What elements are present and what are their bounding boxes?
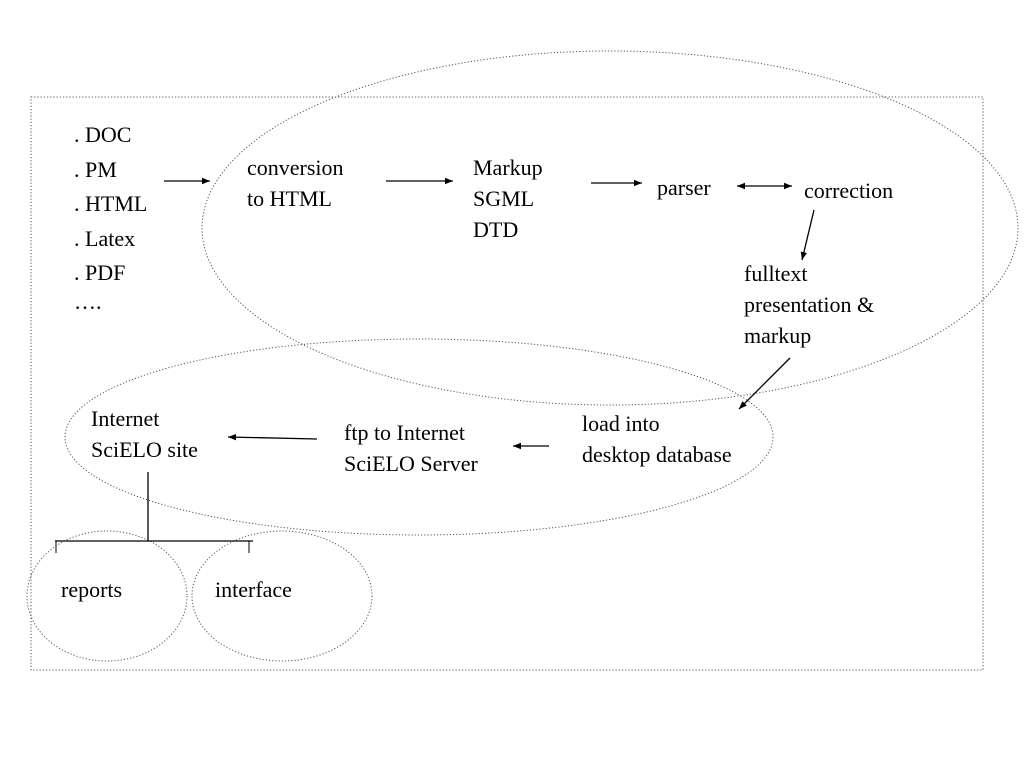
- markup-label: Markup SGML DTD: [473, 155, 543, 242]
- format-more: ….: [74, 288, 102, 314]
- interface-ellipse: [191, 530, 373, 662]
- format-pm: . PM: [74, 156, 117, 182]
- ftp-label: ftp to Internet SciELO Server: [344, 420, 478, 476]
- format-pdf: . PDF: [74, 260, 126, 285]
- format-doc: . DOC: [74, 122, 132, 147]
- reports-label: reports: [61, 577, 123, 602]
- load-label: load into desktop database: [582, 411, 732, 467]
- site-label: Internet SciELO site: [91, 406, 198, 462]
- conversion-label: conversion to HTML: [247, 155, 344, 211]
- input-formats-list: . DOC . PM . HTML . Latex . PDF ….: [74, 118, 147, 319]
- format-latex: . Latex: [74, 225, 136, 251]
- fulltext-label: fulltext presentation & markup: [744, 261, 875, 348]
- processing-ellipse: [201, 50, 1019, 406]
- interface-label: interface: [215, 577, 292, 602]
- outer-frame: [30, 96, 984, 671]
- arrow-fulltext-to-load: [738, 357, 791, 410]
- correction-label: correction: [804, 178, 894, 203]
- arrow-ftp-to-site: [227, 433, 318, 441]
- publishing-ellipse: [64, 338, 774, 536]
- parser-label: parser: [657, 175, 711, 200]
- arrow-correction-to-fulltext: [800, 209, 815, 261]
- format-html: . HTML: [74, 191, 148, 216]
- reports-ellipse: [26, 530, 188, 662]
